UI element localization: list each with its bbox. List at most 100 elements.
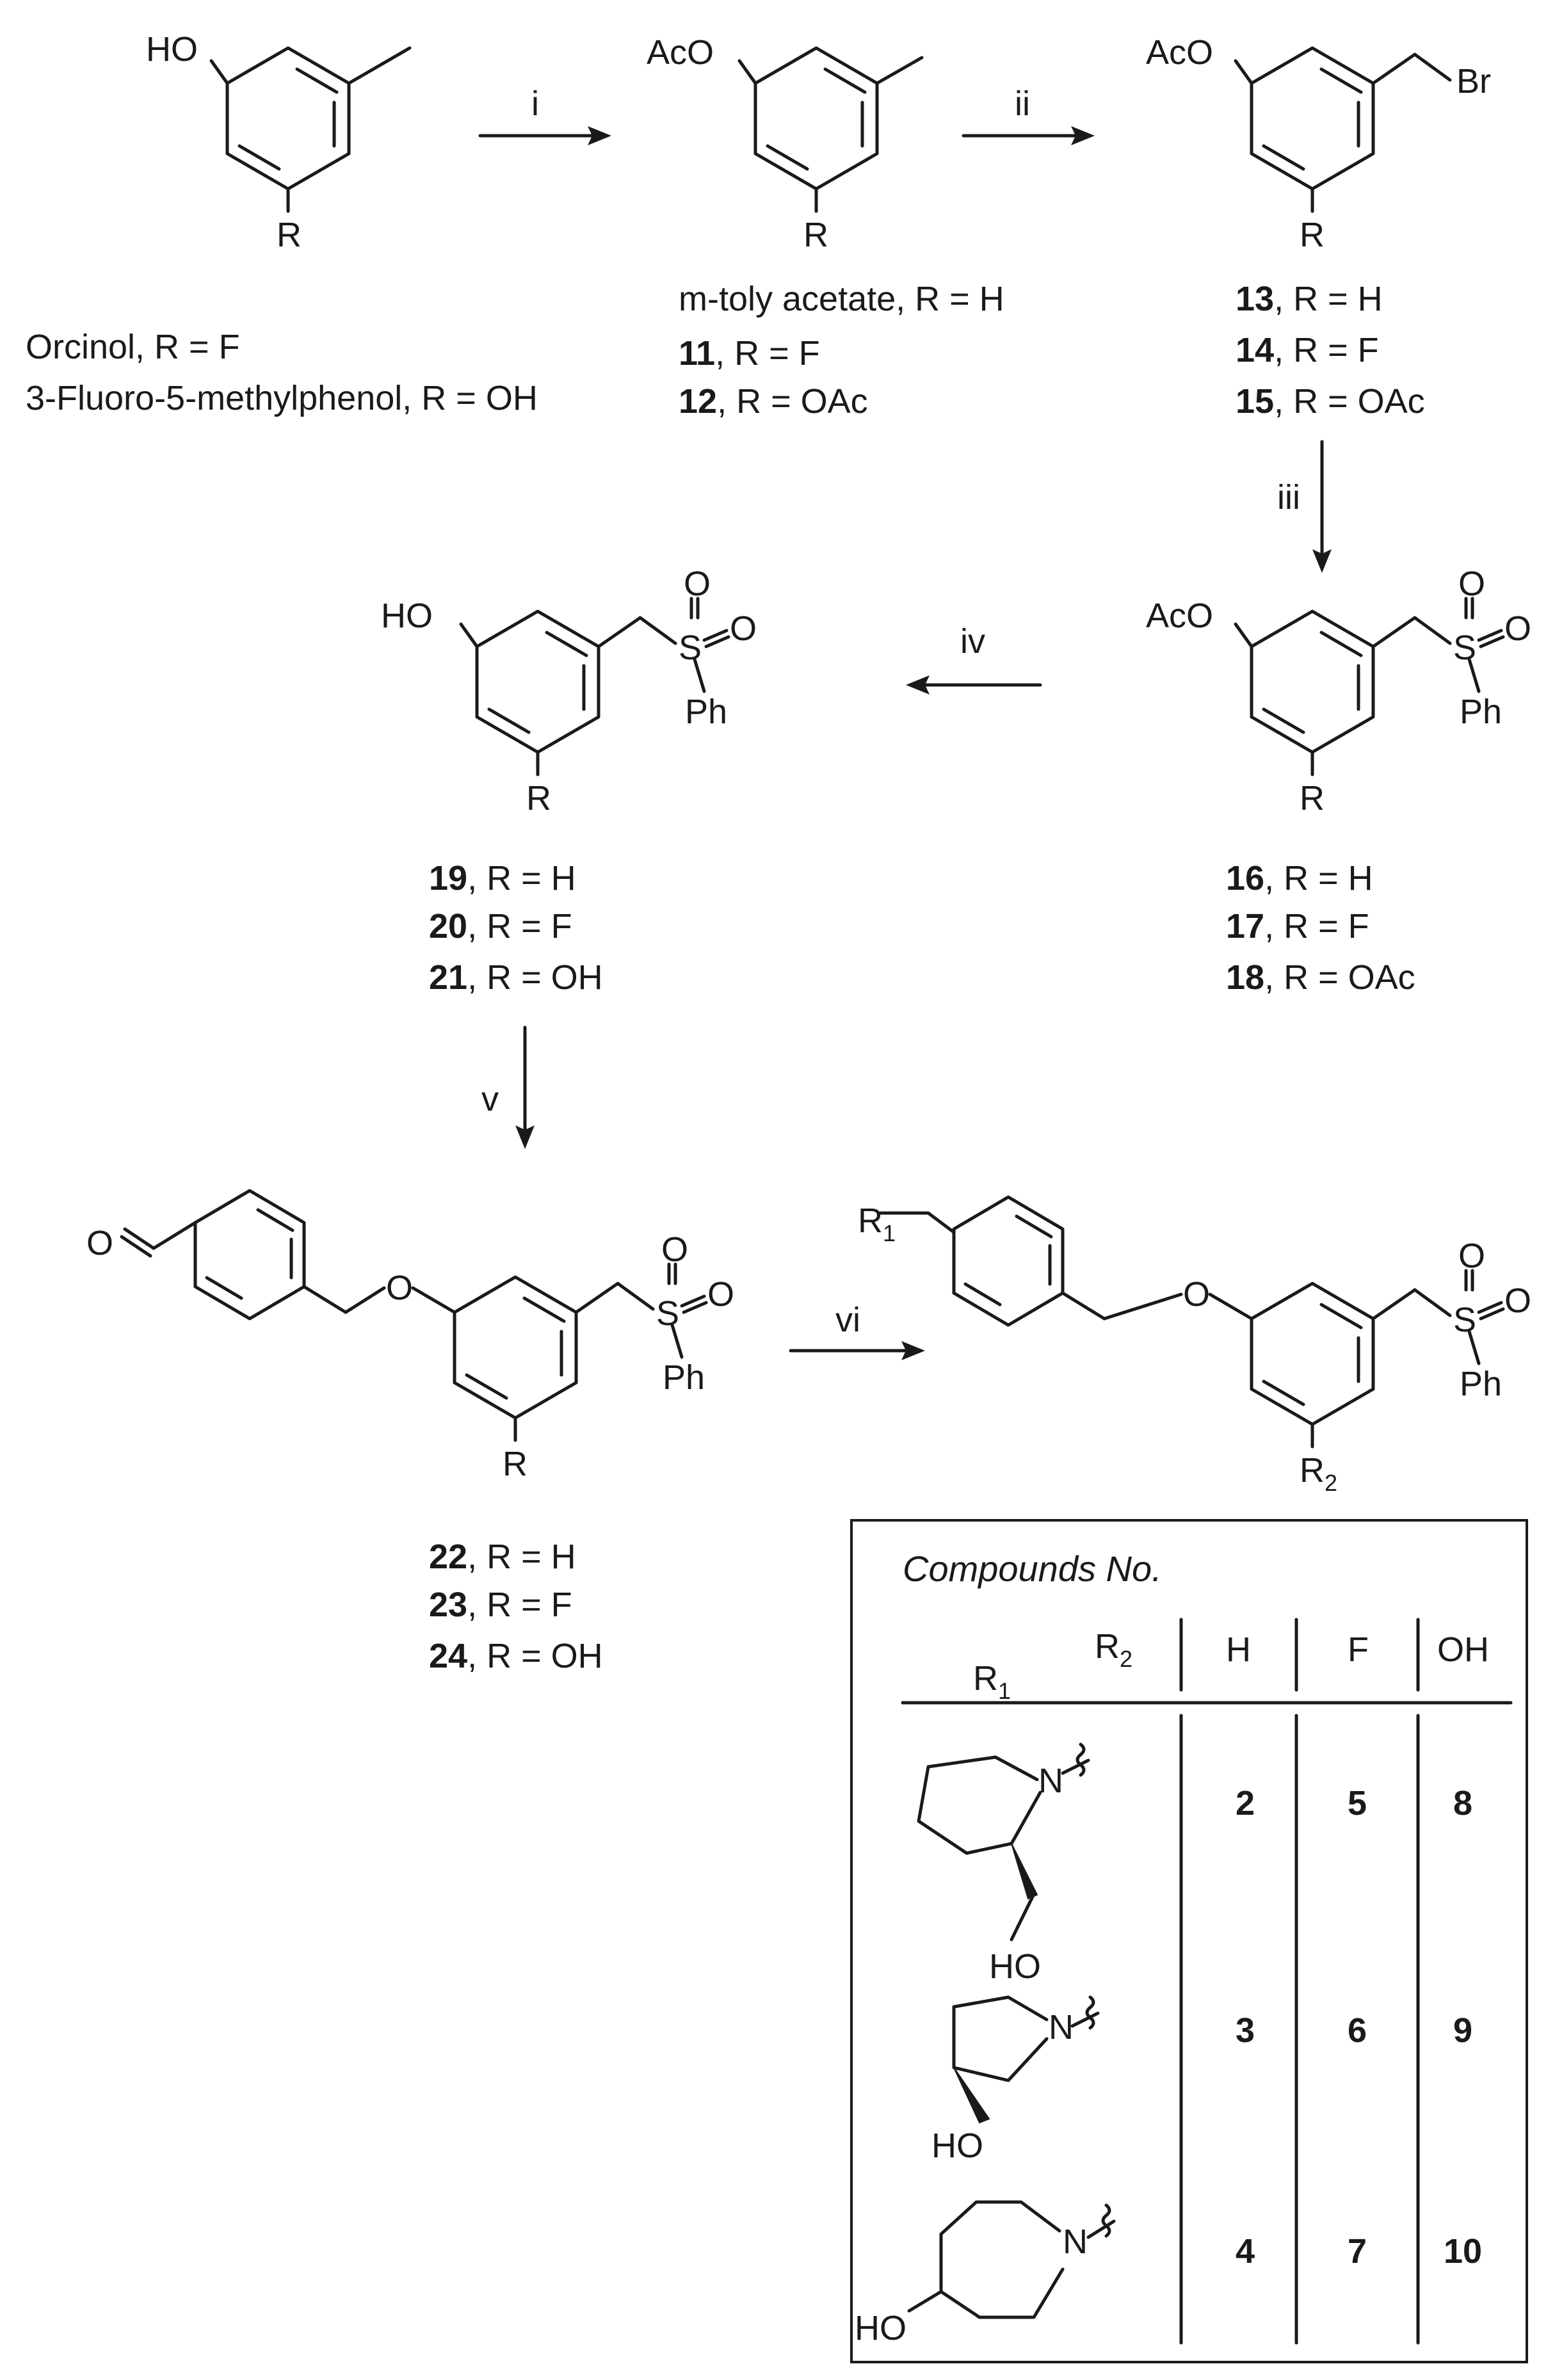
compound-name: 11, R = F [679, 334, 820, 373]
table-cell: 6 [1348, 2011, 1367, 2050]
compound-name: 19, R = H [429, 859, 576, 897]
compound-name: 22, R = H [429, 1538, 576, 1576]
compound-name: 20, R = F [429, 907, 572, 945]
hydroxyl-label: HO [989, 1947, 1041, 1986]
ether-oxygen-label: O [386, 1269, 413, 1307]
structure-acetoxy-sulfone: AcO O S O Ph R [1146, 565, 1531, 817]
compound-table: Compounds No. R1 R2 H F OH N HO 2 5 8 [850, 1519, 1528, 2363]
substituent-label: AcO [647, 33, 714, 72]
r-label: R [277, 216, 302, 254]
arrow-step-vi: vi [789, 1301, 925, 1360]
table-cell: 5 [1348, 1784, 1367, 1822]
acetate-names: m-toly acetate, R = H 11, R = F 12, R = … [679, 280, 1004, 421]
r1-structure-prolinol: N HO [917, 1742, 1090, 1986]
compound-name: 16, R = H [1226, 859, 1373, 897]
reagent-label-vi: vi [835, 1301, 860, 1339]
sulfur-label: S [679, 629, 702, 667]
sulfur-label: S [1453, 1301, 1476, 1339]
aldehyde-names: 22, R = H 23, R = F 24, R = OH [429, 1538, 603, 1675]
r-label: R [503, 1445, 528, 1483]
structure-starting-phenol: HO R [146, 30, 412, 254]
oxygen-label: O [1504, 609, 1531, 648]
nitrogen-label: N [1049, 2008, 1074, 2046]
phenol-sulfone-names: 19, R = H 20, R = F 21, R = OH [429, 859, 603, 997]
nitrogen-label: N [1063, 2223, 1088, 2261]
phenyl-label: Ph [1460, 1365, 1502, 1403]
oxygen-label: O [730, 609, 757, 648]
oxygen-label: O [707, 1275, 734, 1314]
oxygen-label: O [1458, 1237, 1485, 1275]
arrow-step-iv: iv [906, 622, 1042, 695]
compound-name: 3-Fluoro-5-methylphenol, R = OH [26, 379, 538, 417]
r-label: R [803, 216, 828, 254]
r2-label: R2 [1300, 1451, 1337, 1496]
hydroxyl-label: HO [931, 2127, 983, 2165]
starting-phenol-names: Orcinol, R = F 3-Fluoro-5-methylphenol, … [26, 328, 538, 417]
acetoxy-sulfone-names: 16, R = H 17, R = F 18, R = OAc [1226, 859, 1415, 997]
table-border [850, 1519, 1528, 2363]
bromine-label: Br [1456, 62, 1491, 101]
substituent-label: AcO [1146, 597, 1213, 635]
table-cell: 9 [1453, 2011, 1472, 2050]
phenyl-label: Ph [663, 1358, 705, 1397]
table-cell: 10 [1444, 2232, 1482, 2271]
oxygen-label: O [661, 1230, 688, 1269]
structure-aryl-acetate: AcO R [647, 33, 924, 254]
ether-oxygen-label: O [1183, 1275, 1210, 1314]
oxygen-label: O [1458, 565, 1485, 603]
phenyl-label: Ph [685, 693, 727, 731]
structure-benzyl-bromide: AcO Br R [1146, 33, 1491, 254]
column-header-oh: OH [1437, 1630, 1489, 1669]
table-title: Compounds No. [903, 1548, 1162, 1589]
arrow-step-i: i [478, 84, 611, 145]
r-label: R [1300, 216, 1325, 254]
nitrogen-label: N [1038, 1762, 1063, 1800]
compound-name: 21, R = OH [429, 958, 603, 997]
table-cell: 7 [1348, 2232, 1367, 2271]
compound-name: 15, R = OAc [1236, 382, 1425, 421]
compound-name: 23, R = F [429, 1586, 572, 1624]
substituent-label: HO [146, 30, 198, 68]
table-cell: 2 [1236, 1784, 1255, 1822]
oxygen-label: O [1504, 1282, 1531, 1320]
r1-label: R1 [858, 1202, 896, 1246]
carbonyl-oxygen-label: O [86, 1224, 113, 1262]
table-cell: 8 [1453, 1784, 1472, 1822]
structure-final-product: R1 O O S O Ph R2 [858, 1195, 1531, 1496]
compound-name: 18, R = OAc [1226, 958, 1415, 997]
bromide-names: 13, R = H 14, R = F 15, R = OAc [1236, 280, 1425, 421]
r2-header: R2 [1095, 1627, 1132, 1672]
reagent-label-ii: ii [1015, 84, 1030, 123]
reagent-label-iv: iv [960, 622, 985, 661]
arrow-step-iii: iii [1277, 440, 1332, 573]
r1-structure-hydroxypiperidine: N HO [855, 2200, 1116, 2347]
compound-name: m-toly acetate, R = H [679, 280, 1004, 318]
compound-name: 14, R = F [1236, 331, 1379, 369]
phenyl-label: Ph [1460, 693, 1502, 731]
compound-name: 12, R = OAc [679, 382, 868, 421]
compound-name: 17, R = F [1226, 907, 1369, 945]
oxygen-label: O [684, 565, 711, 603]
compound-name: 13, R = H [1236, 280, 1383, 318]
column-header-f: F [1348, 1630, 1369, 1669]
sulfur-label: S [656, 1294, 679, 1333]
structure-aldehyde: O O O S O Ph R [86, 1189, 734, 1483]
structure-phenol-sulfone: HO O S O Ph R [381, 565, 757, 817]
r-label: R [1300, 779, 1325, 817]
arrow-step-ii: ii [962, 84, 1095, 145]
reagent-label-i: i [531, 84, 539, 123]
r-label: R [526, 779, 551, 817]
compound-name: 24, R = OH [429, 1637, 603, 1675]
compound-name: Orcinol, R = F [26, 328, 240, 366]
hydroxyl-label: HO [855, 2309, 906, 2347]
sulfur-label: S [1453, 629, 1476, 667]
arrow-step-v: v [481, 1025, 535, 1149]
reagent-label-iii: iii [1277, 478, 1300, 517]
r1-structure-hydroxypyrrolidine: N HO [931, 1995, 1100, 2165]
substituent-label: HO [381, 597, 433, 635]
table-cell: 4 [1236, 2232, 1255, 2271]
substituent-label: AcO [1146, 33, 1213, 72]
reagent-label-v: v [481, 1080, 499, 1118]
table-cell: 3 [1236, 2011, 1255, 2050]
